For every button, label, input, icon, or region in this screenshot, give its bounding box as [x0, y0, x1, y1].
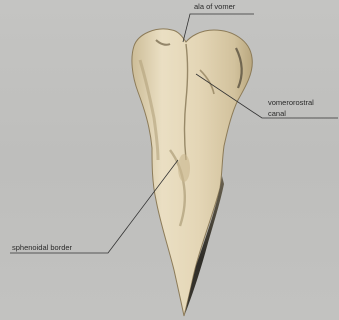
label-vomerorostral-line1: vomerorostral	[268, 99, 314, 107]
vomer-midfold	[178, 154, 190, 182]
label-vomerorostral-line2: canal	[268, 110, 286, 118]
vomer-bone-body	[132, 29, 252, 316]
label-sphenoidal-border: sphenoidal border	[12, 244, 72, 252]
label-ala-of-vomer: ala of vomer	[194, 3, 235, 11]
